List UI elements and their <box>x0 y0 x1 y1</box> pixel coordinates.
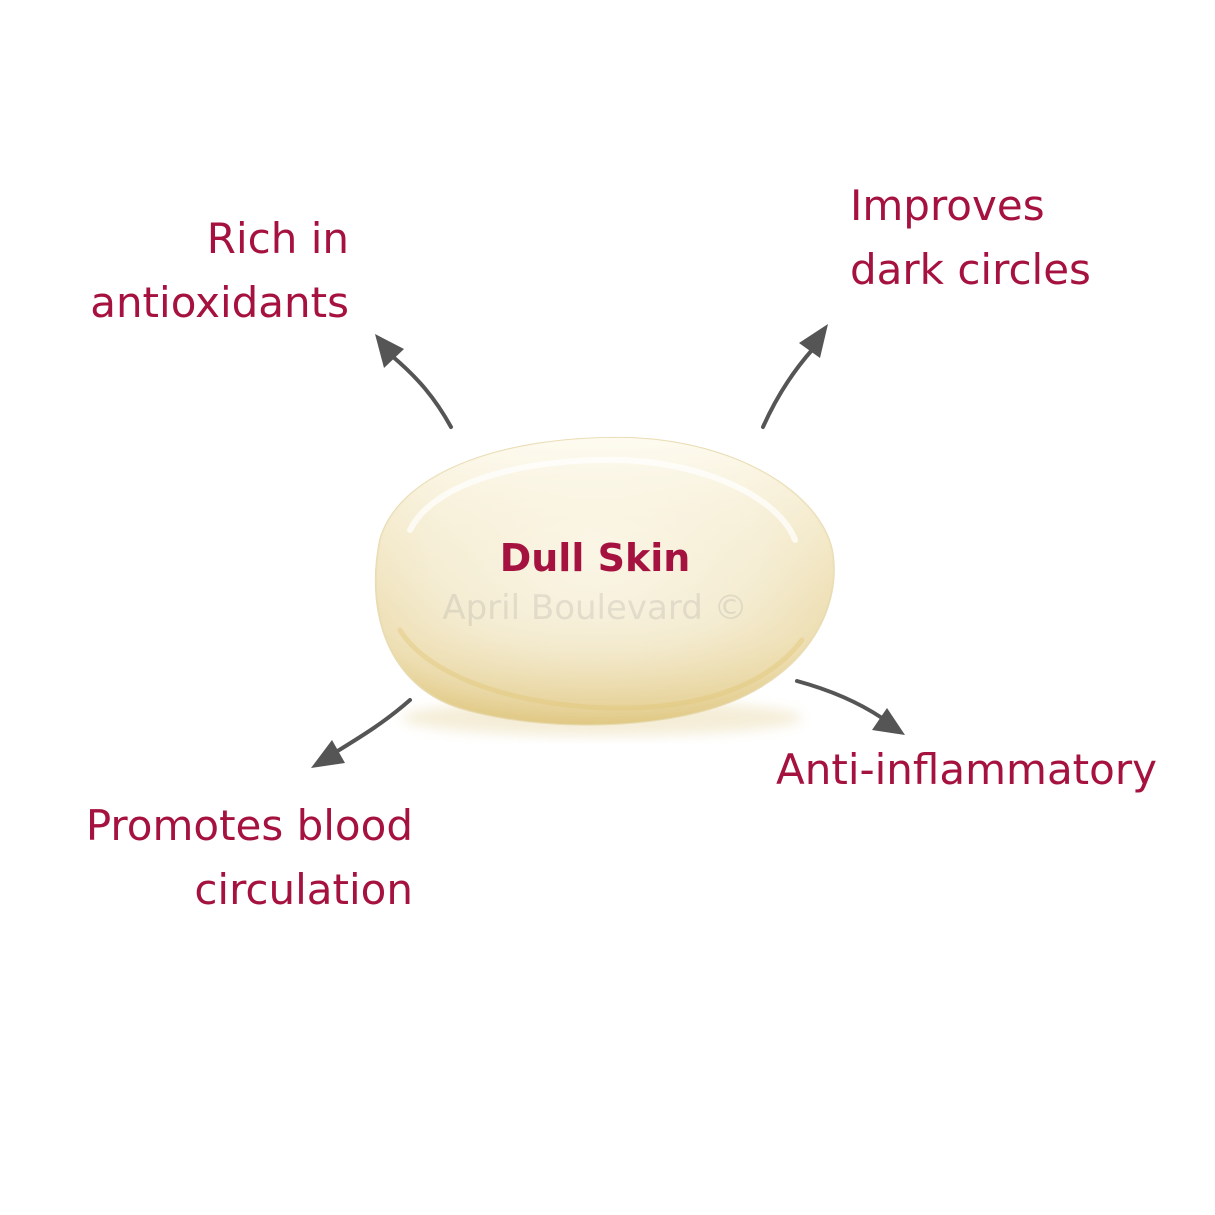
benefit-rich-in-antioxidants: Rich in antioxidants <box>90 207 349 335</box>
watermark: April Boulevard © <box>442 588 748 628</box>
center-title: Dull Skin <box>499 536 691 580</box>
benefit-anti-inflammatory: Anti-inflammatory <box>776 738 1157 802</box>
benefit-line: circulation <box>194 865 413 914</box>
oil-drop-image <box>374 436 835 736</box>
benefit-line: antioxidants <box>90 278 349 327</box>
benefit-line: dark circles <box>850 245 1091 294</box>
arrow-bottom-left <box>311 698 412 768</box>
benefit-line: Improves <box>850 181 1045 230</box>
benefit-line: Rich in <box>206 214 349 263</box>
arrow-top-left <box>375 334 453 429</box>
benefit-promotes-blood-circulation: Promotes blood circulation <box>86 794 413 922</box>
arrow-bottom-right <box>795 679 905 735</box>
benefit-line: Promotes blood <box>85 801 413 850</box>
benefit-improves-dark-circles: Improves dark circles <box>850 174 1091 302</box>
arrow-top-right <box>761 324 828 429</box>
benefit-line: Anti-inflammatory <box>776 745 1157 794</box>
